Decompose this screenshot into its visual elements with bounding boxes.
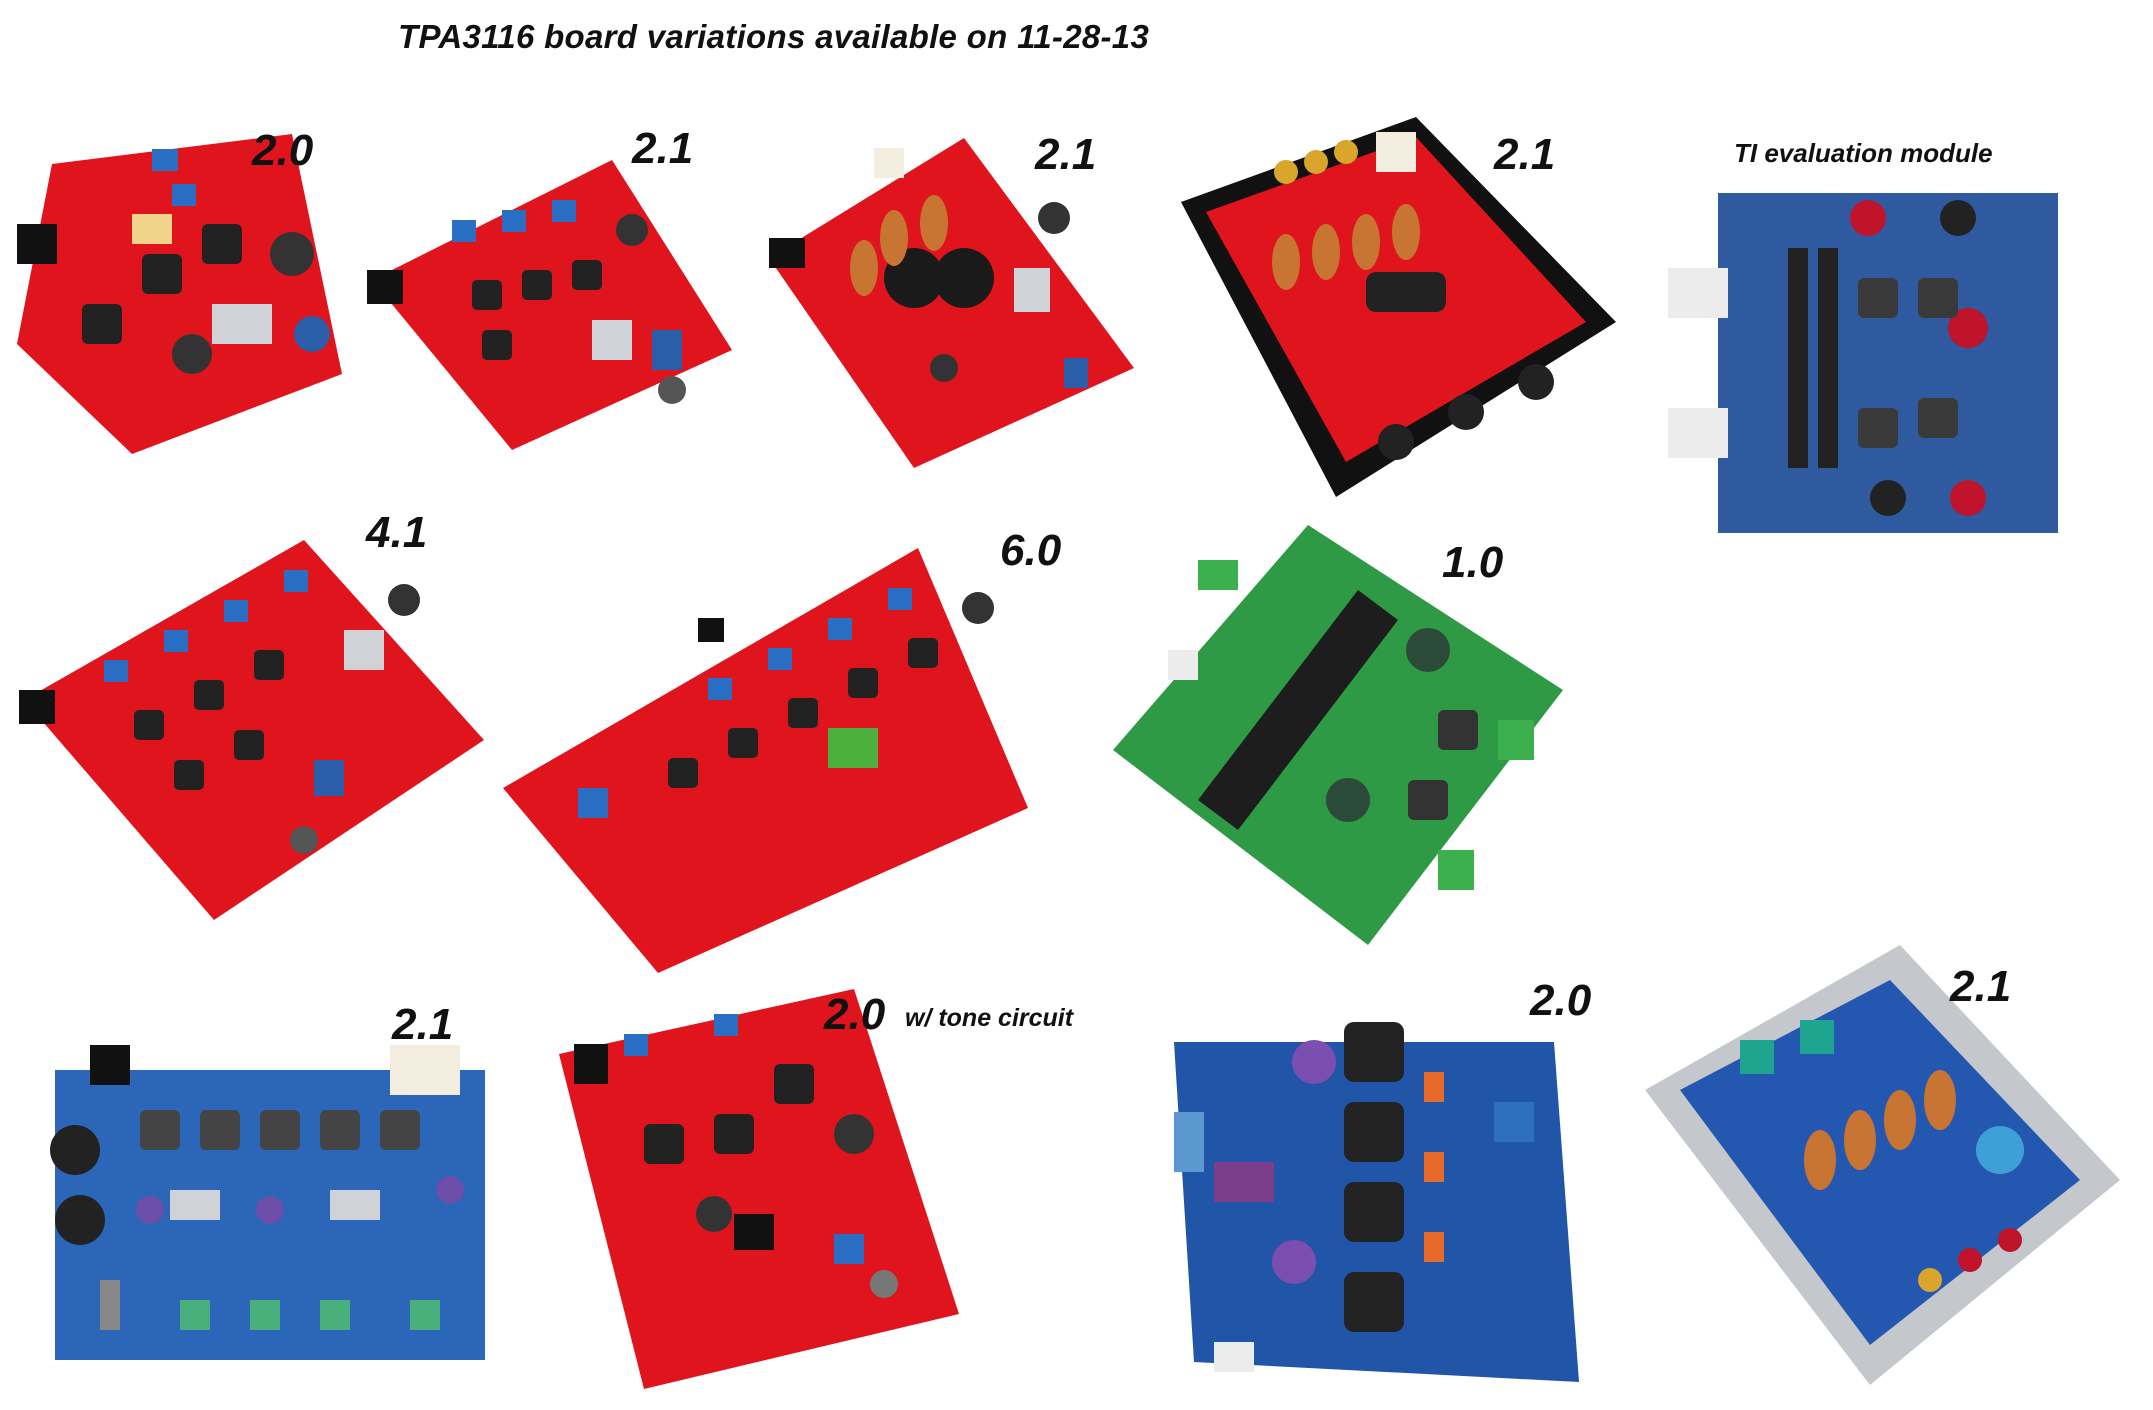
- board-label-12: 2.1: [1950, 962, 2012, 1011]
- board-label-7: 6.0: [1000, 526, 1062, 575]
- board-label-1: 2.0: [252, 126, 314, 175]
- board-label-10: 2.0: [824, 990, 886, 1039]
- board-photo-2-image: [367, 160, 732, 450]
- board-photo-4-image: [1181, 117, 1616, 497]
- board-photo-4: [1176, 112, 1618, 502]
- board-photo-11: [1164, 1012, 1582, 1392]
- board-label-11: 2.0: [1530, 976, 1592, 1025]
- board-photo-6: [14, 500, 492, 924]
- board-label-3: 2.1: [1035, 130, 1097, 179]
- board-photo-3: [764, 128, 1142, 476]
- board-label-5: TI evaluation module: [1734, 138, 1993, 168]
- board-label-9: 2.1: [392, 1000, 454, 1049]
- board-photo-11-image: [1174, 1022, 1579, 1382]
- board-photo-3-image: [769, 138, 1134, 468]
- page-title: TPA3116 board variations available on 11…: [398, 18, 1150, 55]
- board-photo-2: [362, 150, 740, 460]
- board-label-6: 4.1: [366, 508, 428, 557]
- board-photo-9-image: [50, 1045, 485, 1360]
- board-label-8: 1.0: [1442, 538, 1504, 587]
- board-photo-12: [1640, 940, 2124, 1390]
- board-photo-10: [554, 984, 964, 1392]
- board-label-4: 2.1: [1494, 130, 1556, 179]
- board-photo-7-image: [503, 548, 1028, 973]
- board-photo-7: [498, 488, 1034, 978]
- board-photo-5: [1668, 188, 2062, 538]
- board-note-10: w/ tone circuit: [905, 1004, 1074, 1032]
- board-photo-8-image: [1113, 525, 1563, 945]
- board-photo-12-image: [1645, 945, 2120, 1385]
- board-photo-6-image: [19, 540, 484, 920]
- board-photo-1: [12, 124, 350, 460]
- board-photo-5-image: [1668, 193, 2058, 533]
- board-photo-10-image: [559, 989, 959, 1389]
- board-label-2: 2.1: [632, 124, 694, 173]
- board-photo-8: [1108, 520, 1568, 950]
- board-photo-1-image: [17, 134, 342, 454]
- board-photo-9: [50, 1040, 490, 1390]
